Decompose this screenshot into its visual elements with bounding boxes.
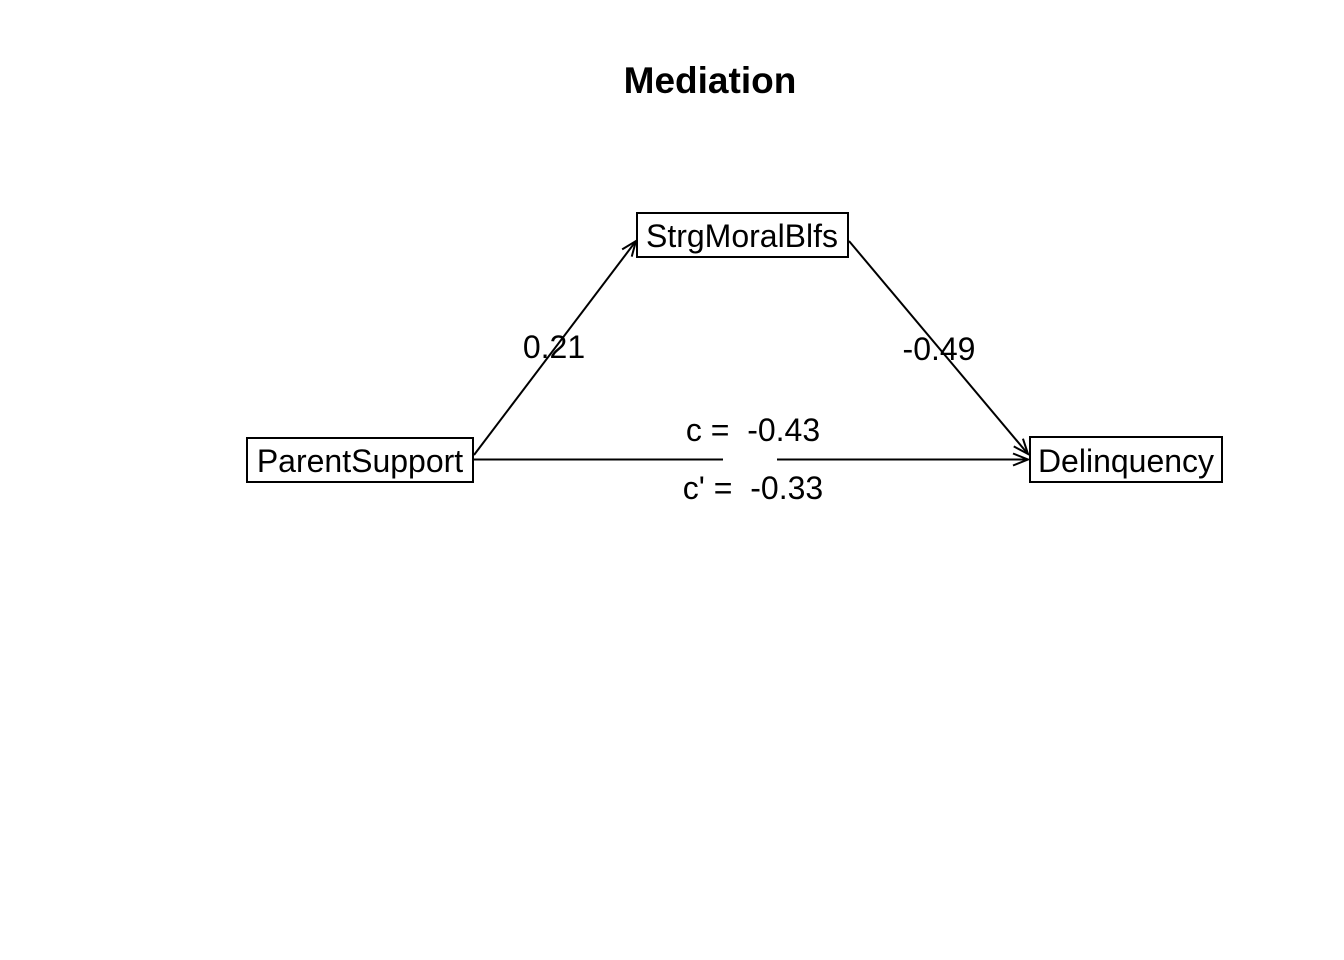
edge-b-coefficient-label: -0.49 <box>903 331 976 367</box>
node-strg-moral-blfs: StrgMoralBlfs <box>636 212 849 258</box>
edge-a: 0.21 <box>473 238 638 456</box>
edge-c: c = -0.43 c' = -0.33 <box>474 412 1031 506</box>
plot-title: Mediation <box>624 60 797 101</box>
node-parent-support-label: ParentSupport <box>257 443 463 479</box>
edge-b: -0.49 <box>848 240 1030 457</box>
node-parent-support-box <box>246 437 474 483</box>
node-parent-support: ParentSupport <box>246 437 474 483</box>
node-delinquency-box <box>1029 436 1223 483</box>
edge-a-arrow-line <box>473 238 638 456</box>
edge-b-arrow-line <box>848 240 1030 457</box>
node-strg-moral-blfs-box <box>636 212 849 258</box>
edge-c-direct-effect-label: c' = -0.33 <box>683 470 823 506</box>
node-delinquency: Delinquency <box>1029 436 1223 483</box>
edge-c-total-effect-label: c = -0.43 <box>686 412 820 448</box>
node-delinquency-label: Delinquency <box>1038 443 1214 479</box>
node-strg-moral-blfs-label: StrgMoralBlfs <box>646 218 838 254</box>
edge-a-coefficient-label: 0.21 <box>523 329 585 365</box>
